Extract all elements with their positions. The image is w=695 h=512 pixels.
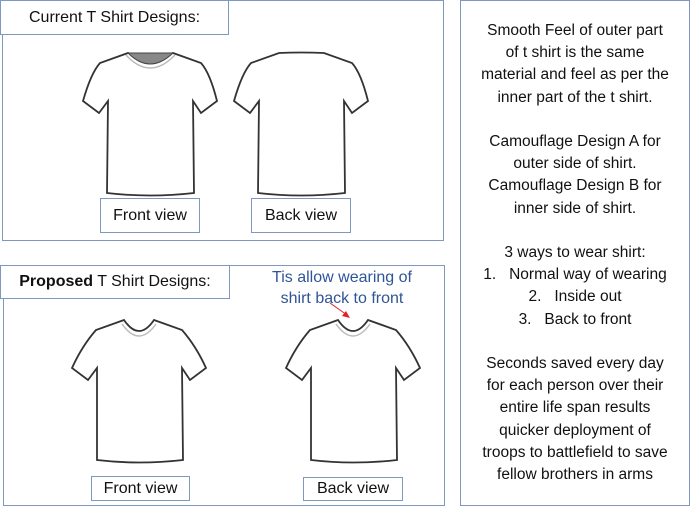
current-designs-title: Current T Shirt Designs: bbox=[0, 0, 229, 35]
proposed-title-text: Proposed T Shirt Designs: bbox=[19, 273, 210, 291]
description-line: Camouflage Design A for bbox=[489, 133, 661, 150]
proposed-back-view-label: Back view bbox=[303, 477, 403, 501]
description-line: Camouflage Design B for bbox=[488, 177, 662, 195]
proposed-title-bold: Proposed bbox=[19, 273, 94, 290]
annotation-line-2: shirt back to front bbox=[280, 290, 404, 307]
current-title-text: Current T Shirt Designs: bbox=[28, 8, 201, 26]
description-line: fellow brothers in arms bbox=[497, 466, 653, 484]
description-line: quicker deployment of bbox=[499, 421, 651, 439]
annotation-line-1: Tis allow wearing of bbox=[272, 269, 412, 286]
description-line: outer side of shirt. bbox=[513, 155, 637, 173]
proposed-designs-title: Proposed T Shirt Designs: bbox=[0, 265, 230, 299]
description-line: of t shirt is the same bbox=[505, 44, 645, 62]
current-front-view-label: Front view bbox=[100, 198, 200, 233]
annotation-arrow-icon bbox=[329, 302, 350, 318]
proposed-back-shirt-image bbox=[284, 318, 422, 464]
proposed-front-shirt-image bbox=[70, 318, 208, 464]
description-line: for each person over their bbox=[486, 377, 664, 395]
description-line: entire life span results bbox=[499, 399, 651, 417]
description-text: Smooth Feel of outer part of t shirt is … bbox=[461, 20, 689, 486]
description-line: inner side of shirt. bbox=[513, 199, 637, 217]
ways-list-item: 1. Normal way of wearing bbox=[483, 266, 667, 284]
description-line: Smooth Feel of outer part bbox=[487, 22, 663, 39]
description-line: Seconds saved every day bbox=[486, 355, 664, 372]
current-designs-panel bbox=[2, 0, 444, 241]
proposed-back-view-text: Back view bbox=[316, 480, 390, 497]
current-back-shirt-image bbox=[232, 51, 370, 197]
proposed-front-view-label: Front view bbox=[91, 476, 190, 501]
current-front-view-text: Front view bbox=[113, 206, 187, 224]
proposed-title-rest: T Shirt Designs: bbox=[93, 273, 211, 290]
description-line: material and feel as per the bbox=[481, 66, 669, 84]
ways-list-item: 3. Back to front bbox=[518, 310, 632, 328]
ways-list-item: 2. Inside out bbox=[528, 288, 622, 306]
description-line: inner part of the t shirt. bbox=[497, 88, 653, 106]
current-back-view-text: Back view bbox=[264, 206, 338, 224]
proposed-front-view-text: Front view bbox=[103, 479, 178, 497]
ways-heading: 3 ways to wear shirt: bbox=[504, 244, 646, 261]
description-panel: Smooth Feel of outer part of t shirt is … bbox=[460, 0, 690, 506]
current-back-view-label: Back view bbox=[251, 198, 351, 233]
back-to-front-annotation: Tis allow wearing of shirt back to front bbox=[250, 267, 434, 309]
description-line: troops to battlefield to save bbox=[482, 443, 668, 461]
current-front-shirt-image bbox=[81, 52, 219, 197]
